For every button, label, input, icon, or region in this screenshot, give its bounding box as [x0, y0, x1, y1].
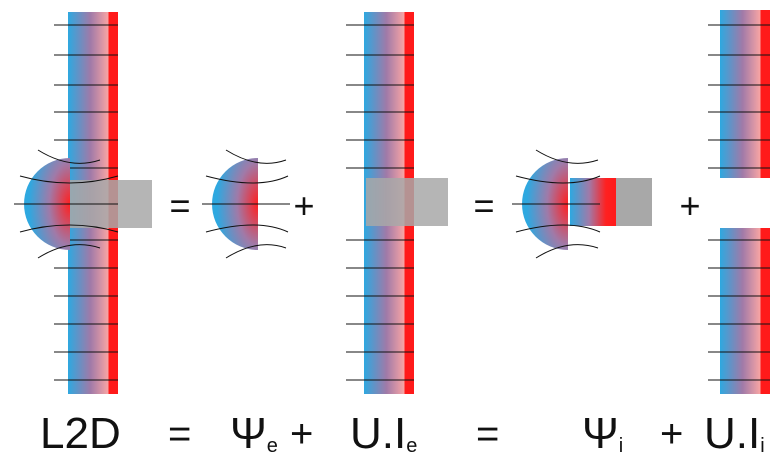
- bar-tick-lines: [708, 24, 770, 381]
- field-lines: [202, 149, 290, 259]
- psi-i-subscript: i: [618, 435, 624, 457]
- diagram-op-1: =: [169, 185, 190, 226]
- equation-u-ie: U.Ie: [350, 404, 417, 464]
- field-lines: [512, 149, 601, 259]
- panel-psi-e: [202, 149, 290, 259]
- u-ii-subscript: i: [760, 435, 765, 457]
- equation-psi-i: Ψi: [582, 404, 623, 464]
- bar-tick-lines: [54, 24, 118, 381]
- electrode-bar-bottom: [720, 228, 770, 394]
- psi-symbol: Ψ: [582, 409, 619, 458]
- contact-stub: [570, 178, 618, 226]
- psi-e-subscript: e: [266, 435, 278, 457]
- superposition-diagram: = + = +: [14, 10, 770, 394]
- contact-block: [366, 178, 448, 226]
- equation-lhs: L2D: [40, 409, 121, 458]
- diagram-op-4: +: [679, 185, 700, 226]
- u-i-text: U.I: [704, 409, 761, 458]
- equation-u-ii: U.Ii: [704, 404, 765, 464]
- diagram-op-3: =: [473, 185, 494, 226]
- equation-plus-1: +: [290, 412, 314, 456]
- contact-block: [616, 178, 652, 226]
- equation-psi-e: Ψe: [230, 404, 278, 464]
- equation-plus-2: +: [660, 412, 684, 456]
- equation-equals-2: =: [476, 412, 500, 456]
- panel-u-ii: [708, 10, 770, 394]
- field-lines: [14, 149, 119, 259]
- psi-symbol: Ψ: [230, 409, 267, 458]
- u-i-text: U.I: [350, 409, 407, 458]
- bar-tick-lines: [346, 24, 414, 381]
- u-ie-subscript: e: [406, 435, 418, 457]
- panel-psi-i: [512, 149, 652, 259]
- electrode-bar-top: [720, 10, 770, 178]
- panel-l2d: [14, 12, 152, 394]
- equation-equals-1: =: [168, 412, 192, 456]
- diagram-op-2: +: [293, 185, 314, 226]
- panel-u-ie: [346, 12, 448, 394]
